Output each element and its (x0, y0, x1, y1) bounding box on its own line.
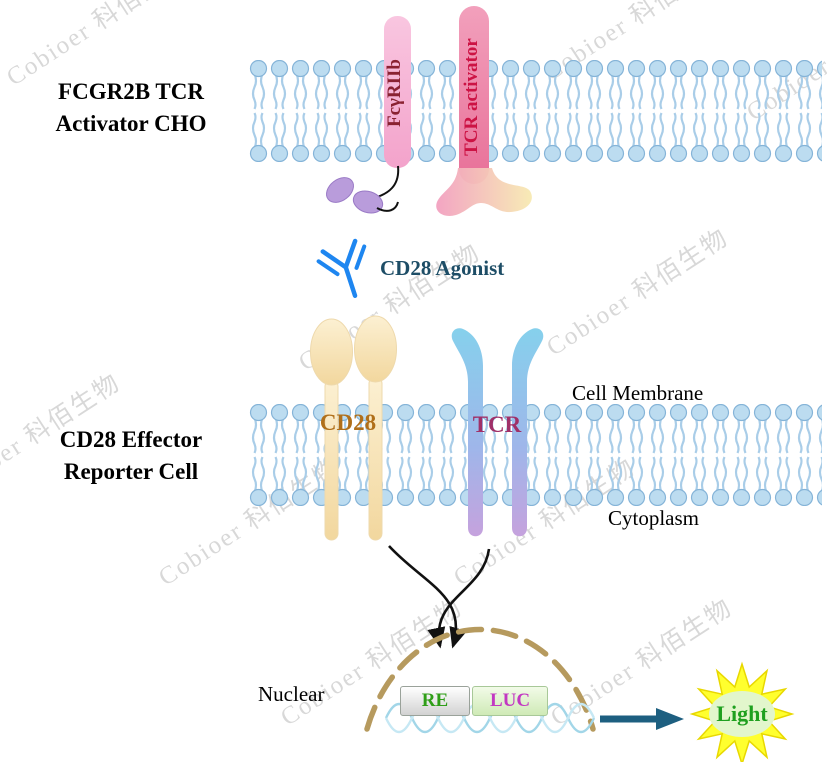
cho-cell-title: FCGR2B TCR Activator CHO (22, 76, 240, 139)
re-label: RE (421, 690, 449, 711)
cho-cell-membrane (248, 60, 822, 162)
cytoplasm-label: Cytoplasm (608, 506, 700, 530)
cd28-receptor (310, 315, 397, 541)
tcr-label: TCR (472, 412, 522, 437)
effector-cell-title: CD28 Effector Reporter Cell (22, 424, 240, 487)
cd28-agonist-label: CD28 Agonist (380, 256, 505, 280)
tcr-receptor (451, 328, 544, 537)
cell-membrane-label: Cell Membrane (572, 381, 704, 405)
cd28-label: CD28 (319, 410, 377, 435)
luc-gene-box: LUC (472, 686, 548, 716)
cd28-signal-arrow (388, 545, 467, 649)
light-label: Light (716, 701, 768, 726)
effector-cell-membrane (248, 404, 822, 506)
light-starburst-icon (689, 661, 795, 762)
effector-cell-title-line1: CD28 Effector (59, 427, 203, 452)
output-arrow (600, 708, 684, 730)
fcgr2b-label: FcγRIIb (384, 59, 405, 128)
fcgr2b-receptor (326, 16, 411, 214)
antibody-icon (316, 238, 367, 298)
nuclear-envelope-arc (364, 626, 596, 732)
cho-cell-title-line1: FCGR2B TCR (58, 79, 204, 104)
effector-cell-title-line2: Reporter Cell (63, 458, 199, 484)
cho-cell-title-line2: Activator CHO (55, 110, 207, 136)
luc-label: LUC (489, 690, 531, 711)
tcr-activator-label: TCR activator (461, 38, 482, 156)
tcr-signal-arrow (427, 548, 491, 649)
tcr-activator-receptor (436, 6, 532, 216)
re-element-box: RE (400, 686, 470, 716)
nuclear-label: Nuclear (258, 682, 325, 706)
